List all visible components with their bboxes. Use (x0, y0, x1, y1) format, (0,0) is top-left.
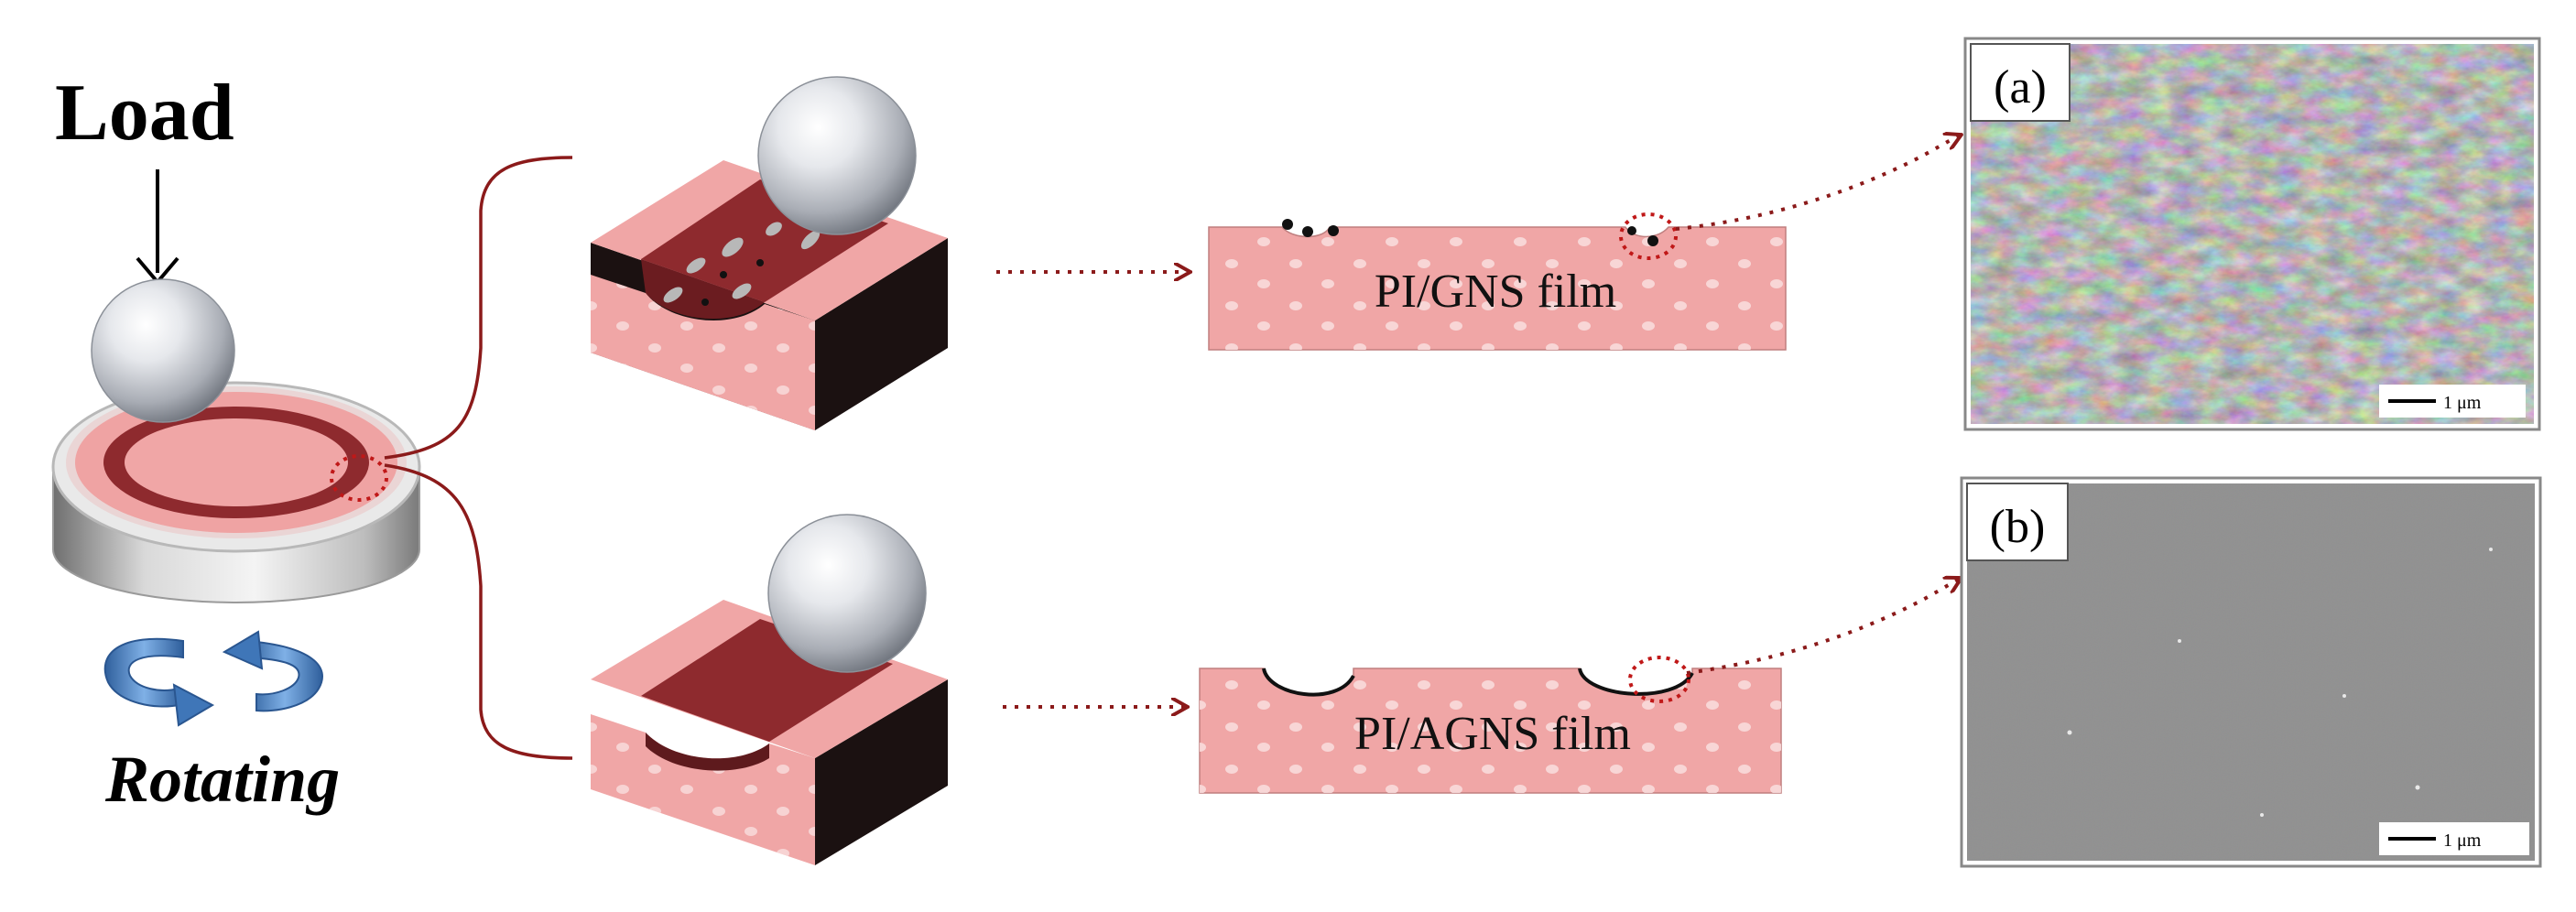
steel-ball-bottom-icon (767, 514, 927, 673)
bracket-bottom (384, 463, 573, 760)
gns-block (591, 76, 948, 430)
sem-image-a: (a) 1 μm (1963, 37, 2541, 431)
sem-image-b: (b) 1 μm (1960, 476, 2542, 868)
steel-ball-icon (91, 278, 235, 423)
agns-block (591, 514, 948, 865)
arrow-to-sem-b (1686, 579, 1960, 675)
gns-film: PI/GNS film (1208, 212, 1787, 351)
arrow-to-sem-a (1675, 136, 1960, 231)
scale-bar-a: 1 μm (2443, 393, 2482, 413)
agns-film-label: PI/AGNS film (1354, 708, 1631, 760)
bracket-top (384, 156, 573, 460)
scale-bar-b: 1 μm (2443, 831, 2482, 851)
panel-b-label: (b) (1990, 501, 2046, 553)
steel-ball-top-icon (757, 76, 917, 235)
agns-film: PI/AGNS film (1199, 656, 1782, 794)
load-arrow (136, 169, 179, 286)
load-label: Load (55, 69, 234, 157)
pin-on-disc (51, 278, 421, 603)
panel-a-label: (a) (1994, 61, 2047, 114)
rotating-label: Rotating (104, 743, 340, 816)
rotation-arrows-icon (103, 630, 323, 727)
gns-film-label: PI/GNS film (1375, 266, 1616, 318)
